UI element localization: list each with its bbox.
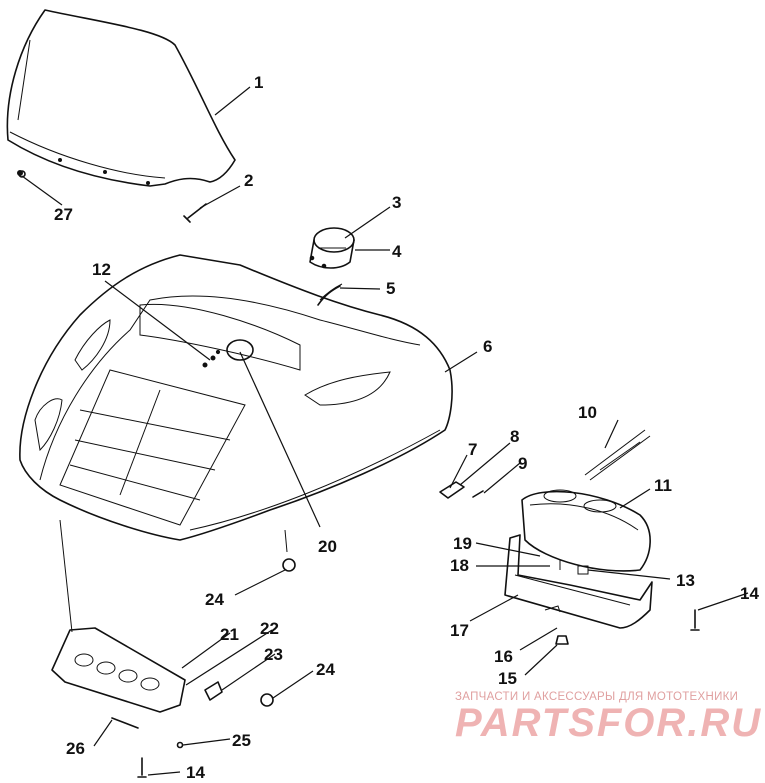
callout-5: 5: [386, 279, 395, 298]
callout-6: 6: [483, 337, 492, 356]
part-screw-bottom: [137, 757, 147, 778]
callout-2: 2: [244, 171, 253, 190]
callout-10: 10: [578, 403, 597, 422]
part-lower-panel: [51, 519, 186, 713]
part-pin: [111, 717, 139, 729]
callout-22: 22: [260, 619, 279, 638]
part-headlight-housing: [504, 534, 653, 629]
callout-1: 1: [254, 73, 263, 92]
callout-20: 20: [318, 537, 337, 556]
part-gauge: [309, 227, 355, 269]
callout-15: 15: [498, 669, 517, 688]
callout-16: 16: [494, 647, 513, 666]
callout-25: 25: [232, 731, 251, 750]
callout-19: 19: [453, 534, 472, 553]
callout-24-lower: 24: [316, 660, 335, 679]
callout-24-upper: 24: [205, 590, 224, 609]
part-headlight: [521, 489, 651, 572]
callout-14-right: 14: [740, 584, 759, 603]
part-screw-right: [690, 609, 700, 631]
callout-14-bottom: 14: [186, 763, 205, 782]
callout-12: 12: [92, 260, 111, 279]
callout-9: 9: [518, 454, 527, 473]
callout-11: 11: [654, 476, 672, 495]
part-clip: [204, 681, 223, 701]
callout-4: 4: [392, 242, 402, 261]
part-windshield: [6, 9, 236, 187]
leader-lines: [21, 86, 749, 776]
part-decal: [584, 429, 651, 481]
callout-labels: 1 2 3 4 5 6 7 8 9 10 11 12 13 14 14 15 1…: [54, 73, 759, 782]
watermark-logo: PARTSFOR.RU: [455, 701, 762, 745]
part-bracket-small: [439, 481, 484, 499]
callout-18: 18: [450, 556, 469, 575]
callout-8: 8: [510, 427, 519, 446]
watermark-caption: ЗАПЧАСТИ И АКСЕССУАРЫ ДЛЯ МОТОТЕХНИКИ: [455, 691, 738, 703]
part-grommet: [555, 635, 569, 645]
callout-21: 21: [220, 625, 239, 644]
callout-23: 23: [264, 645, 283, 664]
part-nut: [18, 170, 26, 178]
part-cable: [317, 283, 343, 306]
callout-7: 7: [468, 440, 477, 459]
callout-27: 27: [54, 205, 73, 224]
part-grommet-24: [260, 529, 296, 707]
callout-26: 26: [66, 739, 85, 758]
callout-13: 13: [676, 571, 695, 590]
callout-17: 17: [450, 621, 469, 640]
part-hood: [19, 254, 453, 541]
part-nut-25: [176, 741, 184, 749]
callout-3: 3: [392, 193, 401, 212]
watermark: ЗАПЧАСТИ И АКСЕССУАРЫ ДЛЯ МОТОТЕХНИКИ PA…: [455, 691, 762, 745]
